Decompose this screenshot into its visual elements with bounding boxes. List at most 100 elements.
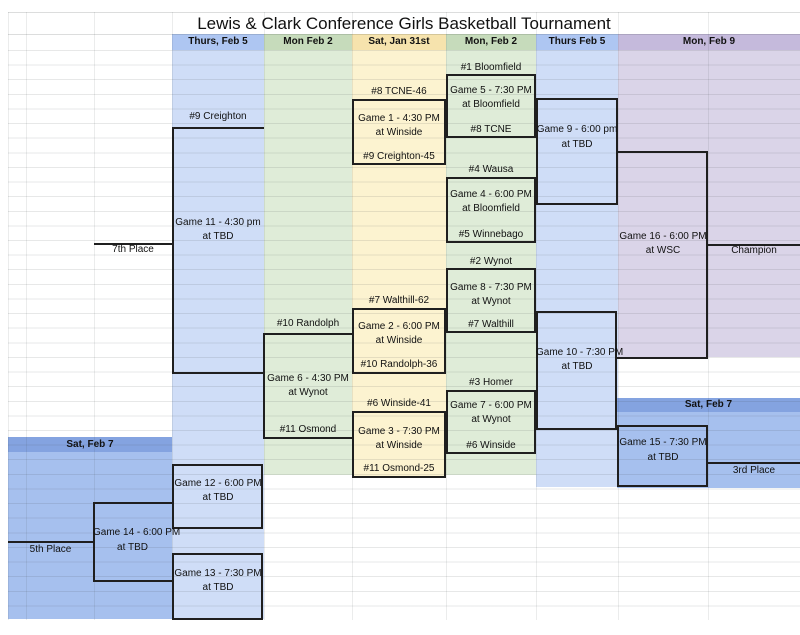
bracket-line [446,390,448,454]
header-sat-feb7-left: Sat, Feb 7 [66,439,114,450]
column-band-thurs-feb5-right [536,50,618,487]
game5-venue: at Bloomfield [462,99,520,110]
game4-venue: at Bloomfield [462,203,520,214]
game14-venue: at TBD [117,542,148,553]
sheet-top-border [8,12,800,13]
team-wynot: #2 Wynot [469,256,513,267]
team-osmond-score: #11 Osmond-25 [363,463,435,474]
game9-venue: at TBD [561,139,593,150]
game15-venue: at TBD [647,452,679,463]
bracket-line [352,99,446,101]
round-header-mon-feb2-left: Mon Feb 2 [283,36,333,47]
bracket-line [446,177,448,243]
column-gridline [708,12,709,620]
bracket-line [534,390,536,454]
bracket-line [352,163,446,165]
game11-label: Game 11 - 4:30 pm [175,217,261,228]
round-header-sat-jan31: Sat, Jan 31st [368,36,430,47]
bracket-line [352,308,446,310]
bracket-line [172,127,174,374]
game5-label: Game 5 - 7:30 PM [450,85,532,96]
bracket-line [352,308,354,374]
game16-venue: at WSC [645,245,681,256]
bracket-line [534,177,536,243]
game10-venue: at TBD [561,361,593,372]
game1-venue: at Winside [375,127,423,138]
bracket-line [534,74,536,138]
bracket-line [444,308,446,374]
bracket-line [706,425,708,487]
page-title: Lewis & Clark Conference Girls Basketbal… [197,14,611,33]
game13-venue: at TBD [202,582,234,593]
bracket-line [446,241,536,243]
column-band-mon-feb2-right-header [446,34,536,50]
fifth-place-label: 5th Place [29,544,72,555]
bracket-line [446,331,536,333]
bracket-line [446,74,448,138]
bracket-line [264,437,352,439]
game2-label: Game 2 - 6:00 PM [358,321,440,332]
game1-label: Game 1 - 4:30 PM [358,113,440,124]
bracket-line [536,428,617,430]
column-band-sat-jan31-header [352,34,446,50]
team-randolph-score: #10 Randolph-36 [360,359,438,370]
team-winside-advance: #6 Winside [466,440,516,451]
bracket-line [93,502,95,582]
bracket-line [261,464,263,529]
bracket-line [352,372,446,374]
game6-venue: at Wynot [288,387,328,398]
bracket-line [534,268,536,333]
game7-label: Game 7 - 6:00 PM [450,400,532,411]
seventh-place-line [94,243,172,245]
team-tcne-advance: #8 TCNE [470,124,512,135]
header-sat-feb7-right: Sat, Feb 7 [684,399,733,410]
column-band-mon-feb2-left [264,50,352,475]
bracket-line [93,502,172,504]
game16-label: Game 16 - 6:00 PM [619,231,707,242]
band-sat-feb7-right-header [617,398,800,412]
bracket-line [446,268,536,270]
title-row-border [8,34,800,35]
bracket-line [615,311,617,430]
column-gridline [618,12,619,620]
bracket-line [261,553,263,620]
game12-label: Game 12 - 6:00 PM [174,478,262,489]
bracket-line [172,618,263,620]
column-band-thurs-feb5 [172,50,264,619]
column-band-mon-feb2-right [446,50,536,475]
team-winside-score: #6 Winside-41 [367,398,431,409]
bracket-line [536,311,617,313]
team-winnebago: #5 Winnebago [458,229,524,240]
bracket-line [172,372,264,374]
game12-venue: at TBD [202,492,234,503]
bracket-line [172,464,263,466]
champion-line [708,244,800,246]
team-tcne-score: #8 TCNE-46 [371,86,427,97]
column-band-thurs-feb5-right-header [536,34,618,50]
round-header-thurs-feb5-left: Thurs, Feb 5 [188,36,248,47]
column-gridline [8,12,9,620]
bracket-line [617,357,708,359]
bracket-line [352,476,446,478]
column-band-mon-feb9-header [618,34,800,50]
bracket-line [616,98,618,205]
game9-label: Game 9 - 6:00 pm [536,124,618,135]
bracket-line [352,99,354,165]
bracket-line [446,136,536,138]
bracket-line [446,177,536,179]
game3-venue: at Winside [375,440,423,451]
column-gridline [264,12,265,620]
game4-label: Game 4 - 6:00 PM [450,189,532,200]
bracket-line [617,485,708,487]
game13-label: Game 13 - 7:30 PM [174,568,262,579]
column-gridline [94,12,95,620]
bracket-line [172,553,174,620]
round-header-mon-feb9: Mon, Feb 9 [682,36,736,47]
team-creighton-drop: #9 Creighton [189,111,247,122]
bracket-line [617,425,708,427]
bracket-line [446,390,536,392]
bracket-line [536,203,618,205]
team-randolph-drop: #10 Randolph [276,318,340,329]
game11-venue: at TBD [202,231,234,242]
